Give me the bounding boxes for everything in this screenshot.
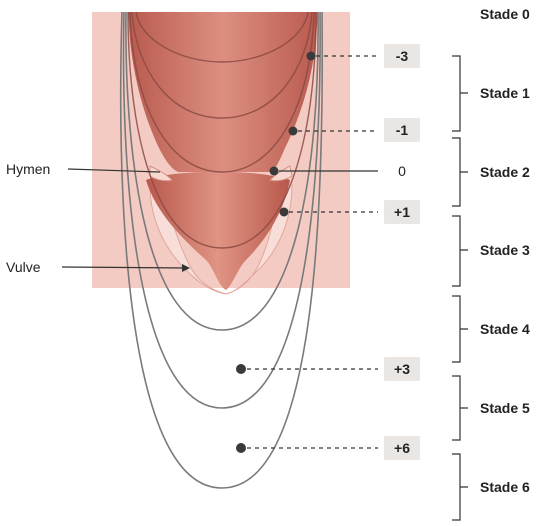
stage-6-label: Stade 6	[480, 479, 530, 495]
point-plus-1-dot	[280, 208, 289, 217]
stage-2-bracket	[452, 138, 468, 206]
stage-4-bracket	[452, 296, 468, 362]
point-minus-1-dot	[289, 127, 298, 136]
point-plus-6-dot	[236, 443, 246, 453]
stage-0-label: Stade 0	[480, 6, 530, 22]
stage-3-bracket	[452, 216, 468, 286]
point-plus-3-dot	[236, 364, 246, 374]
point-plus-1-label: +1	[394, 204, 410, 220]
stage-3-label: Stade 3	[480, 242, 530, 258]
point-plus-3: +3	[236, 357, 420, 381]
stage-2-label: Stade 2	[480, 164, 530, 180]
stage-5-bracket	[452, 376, 468, 440]
stage-5-label: Stade 5	[480, 400, 530, 416]
stage-brackets: Stade 0 Stade 1 Stade 2 Stade 3 Stade 4 …	[452, 6, 530, 520]
hymen-label: Hymen	[6, 161, 50, 177]
stage-1-label: Stade 1	[480, 85, 530, 101]
stage-6-bracket	[452, 454, 468, 520]
point-plus-6: +6	[236, 436, 420, 460]
stage-4-label: Stade 4	[480, 321, 530, 337]
stage-1-bracket	[452, 56, 468, 131]
point-minus-3-dot	[307, 52, 316, 61]
point-zero-dot	[270, 167, 279, 176]
point-plus-6-label: +6	[394, 440, 410, 456]
point-zero-label: 0	[398, 163, 406, 179]
point-plus-3-label: +3	[394, 361, 410, 377]
point-minus-1-label: -1	[396, 122, 409, 138]
vulve-label: Vulve	[6, 259, 41, 275]
point-minus-3-label: -3	[396, 48, 409, 64]
